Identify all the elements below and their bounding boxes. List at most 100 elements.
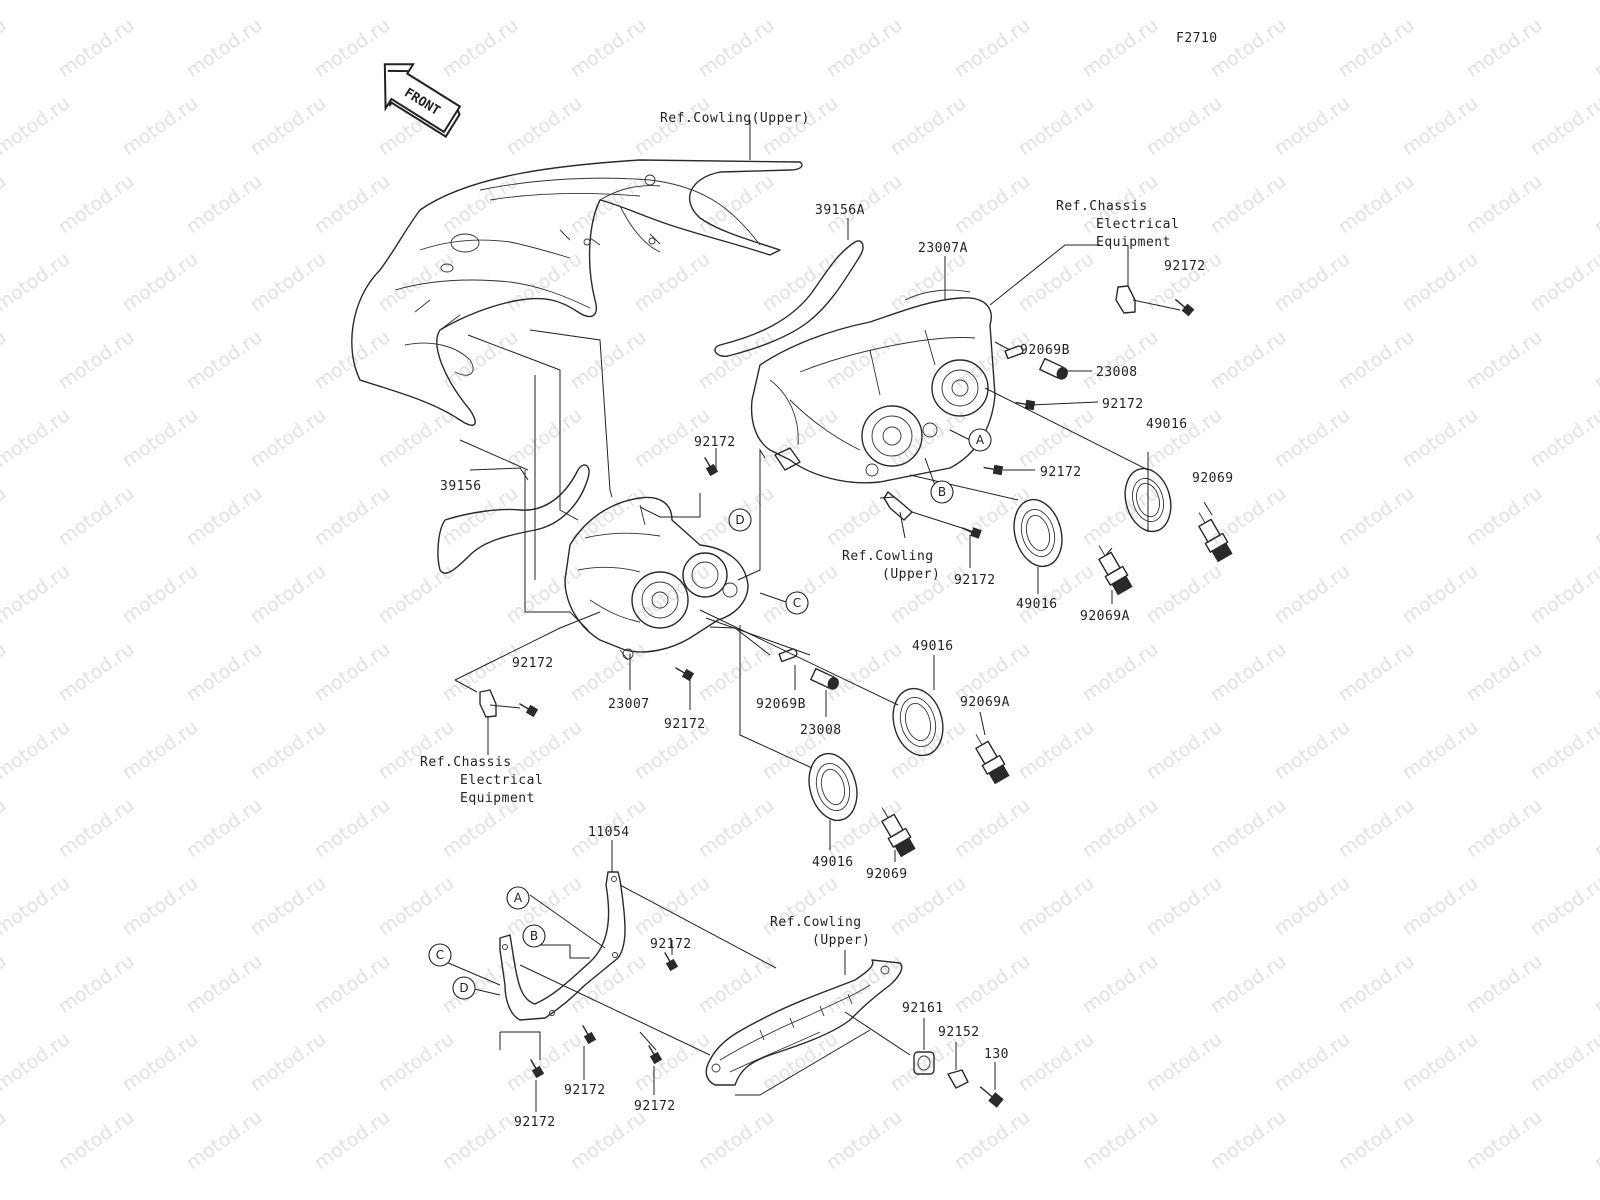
- watermark-text: motod.ru: [1398, 1028, 1482, 1096]
- bolt-icons: [519, 299, 1195, 1108]
- watermark-text: motod.ru: [1142, 404, 1226, 472]
- watermark-text: motod.ru: [694, 326, 778, 394]
- watermark-text: motod.ru: [1398, 404, 1482, 472]
- watermark-text: motod.ru: [694, 14, 778, 82]
- watermark-text: motod.ru: [182, 326, 266, 394]
- watermark-text: motod.ru: [1142, 0, 1226, 4]
- part-92152: 92152: [938, 1025, 980, 1040]
- watermark-text: motod.ru: [630, 1028, 714, 1096]
- svg-text:A: A: [514, 891, 523, 905]
- watermark-text: motod.ru: [886, 872, 970, 940]
- watermark-text: motod.ru: [0, 872, 74, 940]
- watermark-text: motod.ru: [310, 638, 394, 706]
- bulb-92069A-r: [1098, 545, 1133, 596]
- watermark-text: motod.ru: [1462, 794, 1546, 862]
- watermark-text: motod.ru: [182, 1106, 266, 1174]
- svg-text:A: A: [976, 433, 985, 447]
- watermark-text: motod.ru: [1270, 560, 1354, 628]
- callout-B-left: B: [522, 924, 546, 948]
- part-92069-r: 92069: [1192, 471, 1234, 486]
- part-23007: 23007: [608, 697, 650, 712]
- watermark-text: motod.ru: [246, 872, 330, 940]
- watermark-text: motod.ru: [502, 248, 586, 316]
- part-92069A-r: 92069A: [1080, 609, 1130, 624]
- watermark-text: motod.ru: [246, 248, 330, 316]
- cowling-bracket: [705, 959, 903, 1086]
- watermark-text: motod.ru: [310, 950, 394, 1018]
- watermark-text: motod.ru: [1014, 0, 1098, 4]
- part-92172-c1: 92172: [694, 435, 736, 450]
- watermark-text: motod.ru: [1526, 872, 1600, 940]
- part-92172-r4: 92172: [954, 573, 996, 588]
- watermark-text: motod.ru: [374, 872, 458, 940]
- watermark-text: motod.ru: [1206, 14, 1290, 82]
- watermark-text: motod.ru: [54, 326, 138, 394]
- watermark-text: motod.ru: [1462, 638, 1546, 706]
- watermark-text: motod.ru: [182, 482, 266, 550]
- watermark-text: motod.ru: [566, 170, 650, 238]
- watermark-text: motod.ru: [118, 248, 202, 316]
- ref-cowling-upper-mid-1: Ref.Cowling: [842, 549, 934, 564]
- ref-chassis-left-2: Electrical: [460, 773, 543, 788]
- watermark-text: motod.ru: [118, 716, 202, 784]
- watermark-text: motod.ru: [118, 1028, 202, 1096]
- bracket-chassis-left: [479, 689, 497, 718]
- bulb-92069A-m: [975, 734, 1010, 785]
- watermark-text: motod.ru: [0, 14, 10, 82]
- watermark-text: motod.ru: [1462, 1106, 1546, 1174]
- bracket-chassis-right: [1115, 285, 1136, 314]
- watermark-text: motod.ru: [1270, 92, 1354, 160]
- part-92069-b: 92069: [866, 867, 908, 882]
- watermark-text: motod.ru: [886, 92, 970, 160]
- watermark-text: motod.ru: [1590, 14, 1600, 82]
- watermark-text: motod.ru: [1590, 638, 1600, 706]
- watermark-text: motod.ru: [950, 794, 1034, 862]
- watermark-text: motod.ru: [118, 92, 202, 160]
- part-92069B-m: 92069B: [756, 697, 806, 712]
- watermark-text: motod.ru: [1334, 326, 1418, 394]
- watermark-text: motod.ru: [1462, 326, 1546, 394]
- watermark-text: motod.ru: [1462, 14, 1546, 82]
- watermark-text: motod.ru: [1590, 326, 1600, 394]
- watermark-text: motod.ru: [822, 638, 906, 706]
- watermark-text: motod.ru: [1078, 1106, 1162, 1174]
- watermark-text: motod.ru: [0, 92, 74, 160]
- ref-chassis-right-1: Ref.Chassis: [1056, 199, 1148, 214]
- watermark-text: motod.ru: [118, 404, 202, 472]
- watermark-text: motod.ru: [1206, 326, 1290, 394]
- watermark-text: motod.ru: [1206, 638, 1290, 706]
- dust-cover-49016-r2: [1013, 498, 1063, 568]
- ref-chassis-left-3: Equipment: [460, 791, 535, 806]
- watermark-text: motod.ru: [1270, 404, 1354, 472]
- watermark-text: motod.ru: [1398, 716, 1482, 784]
- watermark-text: motod.ru: [438, 170, 522, 238]
- svg-text:C: C: [793, 596, 801, 610]
- watermark-text: motod.ru: [1206, 482, 1290, 550]
- seal-strip-39156: [437, 464, 590, 574]
- callout-B-right: B: [930, 480, 954, 504]
- watermark-text: motod.ru: [950, 170, 1034, 238]
- watermark-text: motod.ru: [1014, 716, 1098, 784]
- watermark-text: motod.ru: [54, 14, 138, 82]
- dust-cover-49016-m: [892, 687, 944, 757]
- watermark-text: motod.ru: [1526, 0, 1600, 4]
- watermark-text: motod.ru: [822, 14, 906, 82]
- watermark-text: motod.ru: [1334, 14, 1418, 82]
- part-92172-l2: 92172: [664, 717, 706, 732]
- part-39156: 39156: [440, 479, 482, 494]
- watermark-text: motod.ru: [1590, 794, 1600, 862]
- watermark-text: motod.ru: [0, 0, 74, 4]
- watermark-text: motod.ru: [246, 404, 330, 472]
- part-49016-m: 49016: [912, 639, 954, 654]
- ref-cowling-upper-bot-1: Ref.Cowling: [770, 915, 862, 930]
- watermark-text: motod.ru: [566, 14, 650, 82]
- watermark-text: motod.ru: [1142, 1028, 1226, 1096]
- part-92161: 92161: [902, 1001, 944, 1016]
- watermark-text: motod.ru: [630, 92, 714, 160]
- part-23008-r: 23008: [1096, 365, 1138, 380]
- watermark-text: motod.ru: [1398, 248, 1482, 316]
- watermark-text: motod.ru: [1526, 248, 1600, 316]
- watermark-text: motod.ru: [566, 638, 650, 706]
- watermark-text: motod.ru: [950, 14, 1034, 82]
- callout-D-left: D: [452, 976, 476, 1000]
